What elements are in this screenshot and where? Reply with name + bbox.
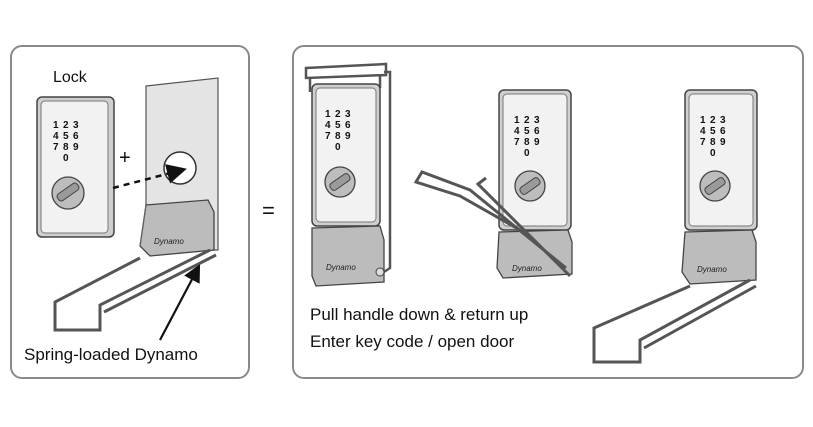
lock-label: Lock (53, 69, 87, 86)
dynamo-brand-3: Dynamo (697, 265, 727, 274)
dynamo-icon: Dynamo (139, 199, 215, 257)
arrow-icon (112, 164, 187, 190)
lock-keypad-icon (36, 96, 115, 238)
plus-sign: + (119, 147, 131, 169)
handle-icon (53, 248, 217, 332)
lock-with-raised-handle: Dynamo (304, 62, 392, 287)
instruction-line-1: Pull handle down & return up (310, 305, 529, 324)
dynamo-brand-left: Dynamo (154, 237, 184, 246)
lock-handle-mid-pull: Dynamo (413, 89, 573, 279)
dynamo-brand-2: Dynamo (512, 264, 542, 273)
spring-loaded-dynamo-label: Spring-loaded Dynamo (24, 345, 198, 364)
instruction-line-2: Enter key code / open door (310, 332, 515, 351)
dynamo-brand-1: Dynamo (326, 263, 356, 272)
lock-handle-down: Dynamo (592, 89, 758, 364)
equals-sign: = (262, 198, 275, 223)
